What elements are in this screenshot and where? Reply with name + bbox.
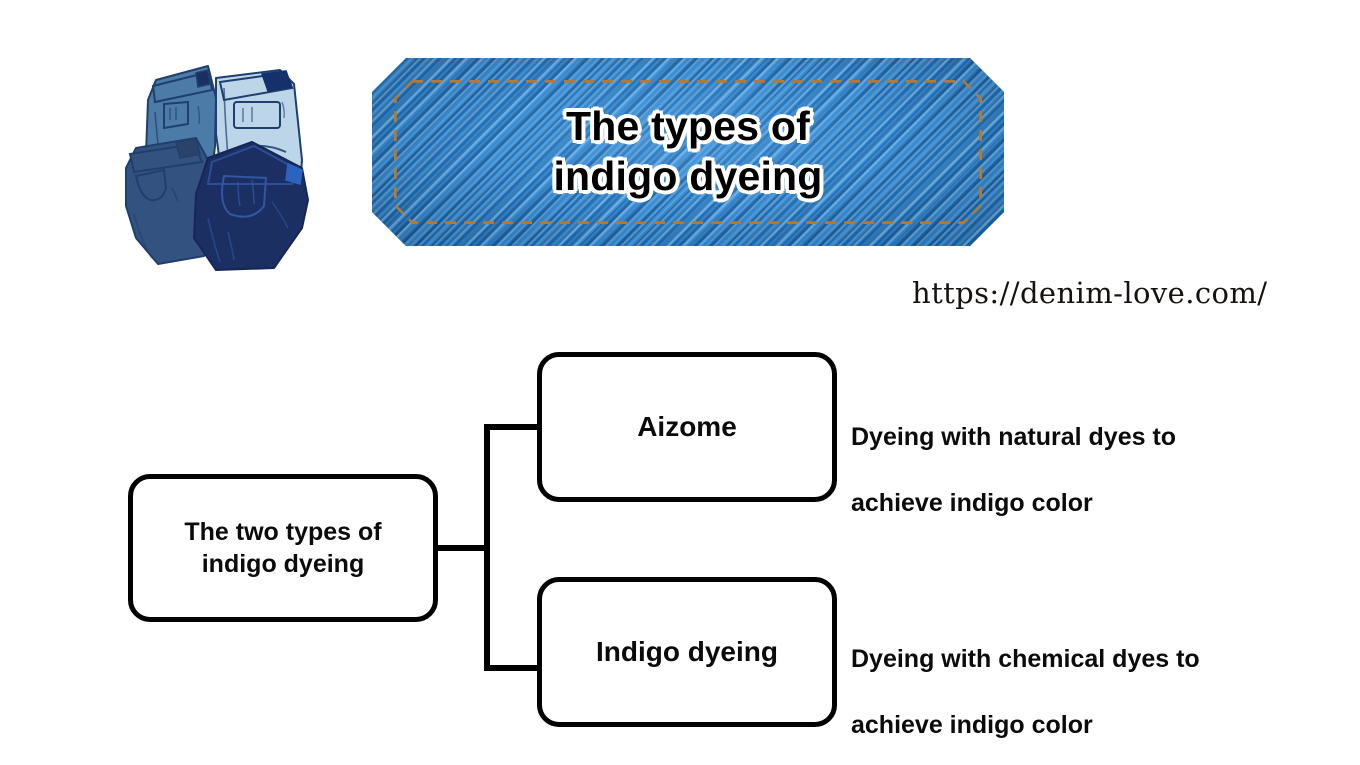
node-root[interactable]: The two types of indigo dyeing bbox=[128, 474, 438, 622]
banner-title-line-2: indigo dyeing bbox=[553, 153, 823, 199]
folded-jeans-illustration bbox=[112, 42, 342, 272]
description-aizome-line-1: Dyeing with natural dyes to bbox=[851, 423, 1177, 451]
description-aizome: Dyeing with natural dyes to achieve indi… bbox=[851, 388, 1321, 553]
jeans-navy bbox=[193, 141, 309, 271]
description-indigo-dyeing-line-2: achieve indigo color bbox=[851, 711, 1093, 739]
banner-title-line-1: The types of bbox=[566, 103, 810, 150]
description-indigo-dyeing-line-1: Dyeing with chemical dyes to bbox=[851, 645, 1200, 673]
description-indigo-dyeing: Dyeing with chemical dyes to achieve ind… bbox=[851, 610, 1331, 765]
node-aizome-label: Aizome bbox=[637, 411, 737, 443]
node-indigo-dyeing[interactable]: Indigo dyeing bbox=[537, 577, 837, 727]
node-aizome[interactable]: Aizome bbox=[537, 352, 837, 502]
site-url-text: https://denim-love.com/ bbox=[912, 276, 1268, 310]
node-indigo-dyeing-label: Indigo dyeing bbox=[596, 636, 778, 668]
title-banner: The types of indigo dyeing bbox=[372, 58, 1004, 246]
banner-title: The types of indigo dyeing bbox=[372, 58, 1004, 246]
node-root-label: The two types of indigo dyeing bbox=[184, 516, 381, 580]
node-root-label-line-1: The two types of bbox=[184, 518, 382, 546]
tree-connector-lines bbox=[431, 424, 542, 671]
description-aizome-line-2: achieve indigo color bbox=[851, 489, 1093, 517]
node-root-label-line-2: indigo dyeing bbox=[201, 550, 365, 578]
